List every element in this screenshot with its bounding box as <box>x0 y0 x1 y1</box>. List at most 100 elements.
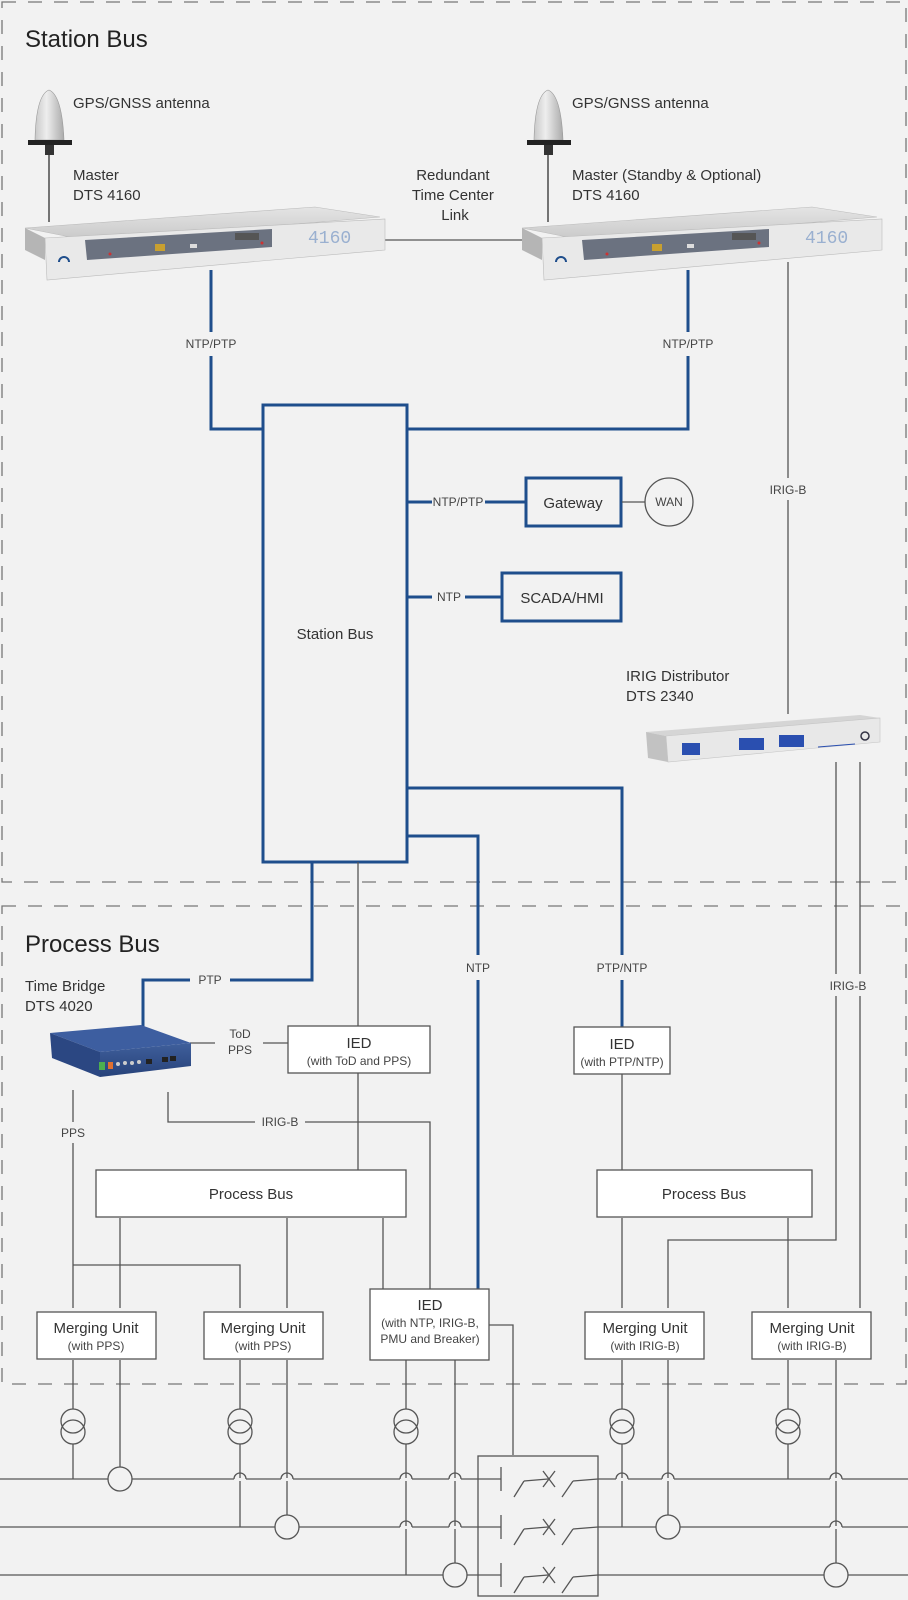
crossing-gap <box>400 1526 412 1529</box>
gateway-ntp-ptp-label: NTP/PTP <box>433 495 484 509</box>
process-bus-left-box[interactable] <box>95 1169 407 1218</box>
voltage-sensor-icon <box>274 1514 300 1540</box>
antenna-left-label: GPS/GNSS antenna <box>73 95 210 112</box>
breaker-wire <box>523 1574 549 1578</box>
circuit-breaker-x <box>542 1470 556 1488</box>
standby-dts4160-device[interactable]: 4160 <box>521 206 883 281</box>
disconnector-blade <box>561 1528 574 1546</box>
ied-tod-pps-title: IED <box>346 1035 371 1052</box>
disconnector-blade <box>561 1576 574 1594</box>
crossing-gap <box>234 1478 246 1481</box>
current-transformer-icon <box>609 1419 635 1445</box>
line-crossing-hop <box>280 1472 294 1480</box>
current-transformer-icon <box>393 1408 419 1434</box>
gps-antenna-right <box>527 89 571 222</box>
master-dts4160-device[interactable]: 4160 <box>24 206 386 281</box>
line-crossing-hop <box>829 1520 843 1528</box>
process-bus-section-frame <box>1 905 907 1385</box>
station-bus-section-frame <box>1 1 907 883</box>
crossing-gap <box>400 1478 412 1481</box>
gateway-box[interactable] <box>524 476 623 528</box>
current-transformer-icon <box>775 1419 801 1445</box>
current-transformer-icon <box>227 1419 253 1445</box>
ied-ptp-ntp-box[interactable] <box>573 1026 671 1075</box>
merging-unit-4-box[interactable] <box>751 1311 872 1360</box>
merging-unit-2-title: Merging Unit <box>220 1320 306 1337</box>
irig-b-bridge-label: IRIG-B <box>262 1115 299 1129</box>
voltage-sensor-icon <box>823 1562 849 1588</box>
crossing-gap <box>662 1478 674 1481</box>
merging-unit-3-box[interactable] <box>584 1311 705 1360</box>
circuit-breaker-x <box>542 1518 556 1536</box>
ied-ptp-ntp-subtitle: (with PTP/NTP) <box>580 1055 663 1069</box>
merging-unit-4-subtitle: (with IRIG-B) <box>777 1339 846 1353</box>
scada-hmi-label: SCADA/HMI <box>520 590 603 607</box>
ied-ntp-subtitle-2: PMU and Breaker) <box>380 1332 479 1346</box>
current-transformer-icon <box>227 1408 253 1434</box>
voltage-sensor-icon <box>655 1514 681 1540</box>
breaker-box <box>477 1455 599 1597</box>
crossing-gap <box>281 1478 293 1481</box>
process-bus-right-label: Process Bus <box>662 1186 746 1203</box>
ied-ntp-irigb-pmu-box[interactable] <box>369 1288 490 1361</box>
line-crossing-hop <box>615 1472 629 1480</box>
merging-unit-3-title: Merging Unit <box>602 1320 688 1337</box>
signal-wires <box>72 239 861 1455</box>
wan-node[interactable] <box>644 477 694 527</box>
station-bus-box-label: Station Bus <box>297 626 374 643</box>
scada-hmi-box[interactable] <box>500 571 623 623</box>
ied-tod-pps-subtitle: (with ToD and PPS) <box>307 1054 412 1068</box>
time-bridge-label: Time Bridge DTS 4020 <box>25 978 109 1015</box>
breaker-wire <box>572 1478 599 1482</box>
process-bus-right-box[interactable] <box>596 1169 813 1218</box>
process-bus-section-title: Process Bus <box>25 931 160 958</box>
crossing-gap <box>449 1526 461 1529</box>
line-crossing-hop <box>399 1472 413 1480</box>
ied-ntp-subtitle-1: (with NTP, IRIG-B, <box>381 1316 479 1330</box>
current-transformer-icon <box>60 1408 86 1434</box>
merging-unit-1-title: Merging Unit <box>53 1320 139 1337</box>
line-crossing-hop <box>661 1472 675 1480</box>
breaker-wire <box>572 1526 599 1530</box>
merging-unit-4-title: Merging Unit <box>769 1320 855 1337</box>
ptp-ntp-label: PTP/NTP <box>597 961 648 975</box>
crossing-gap <box>830 1526 842 1529</box>
station-bus-box[interactable] <box>261 403 409 864</box>
switchgear-single-line <box>0 1360 908 1597</box>
gps-antenna-left <box>28 89 72 222</box>
ptp-label: PTP <box>198 973 221 987</box>
crossing-gap <box>830 1478 842 1481</box>
voltage-sensor-icon <box>107 1466 133 1492</box>
voltage-sensor-icon <box>442 1562 468 1588</box>
line-crossing-hop <box>448 1472 462 1480</box>
ied-ptp-ntp-title: IED <box>609 1036 634 1053</box>
disconnector-blade <box>513 1480 525 1498</box>
line-crossing-hop <box>233 1472 247 1480</box>
current-transformer-icon <box>609 1408 635 1434</box>
wan-label: WAN <box>655 495 683 509</box>
master-ntp-ptp-label: NTP/PTP <box>186 337 237 351</box>
merging-unit-1-subtitle: (with PPS) <box>68 1339 125 1353</box>
line-crossing-hop <box>399 1520 413 1528</box>
redundant-link-label: Redundant Time Center Link <box>412 167 498 224</box>
irig-b-right-label: IRIG-B <box>830 979 867 993</box>
breaker-wire <box>523 1526 549 1530</box>
master-label: Master DTS 4160 <box>73 167 141 204</box>
process-bus-left-label: Process Bus <box>209 1186 293 1203</box>
irig-b-top-label: IRIG-B <box>770 483 807 497</box>
irig-distributor-dts2340-device[interactable] <box>646 715 881 763</box>
tod-label: ToD <box>229 1027 251 1041</box>
current-transformer-icon <box>393 1419 419 1445</box>
crossing-gap <box>449 1478 461 1481</box>
merging-unit-2-box[interactable] <box>203 1311 324 1360</box>
ied-tod-pps-box[interactable] <box>287 1025 431 1074</box>
crossing-gap <box>616 1478 628 1481</box>
ied-ntp-label: NTP <box>466 961 490 975</box>
time-bridge-dts4020-device[interactable] <box>50 1025 191 1077</box>
standby-display-digits: 4160 <box>805 229 848 249</box>
merging-unit-1-box[interactable] <box>36 1311 157 1360</box>
tod-pps-label: PPS <box>228 1043 252 1057</box>
line-crossing-hop <box>448 1520 462 1528</box>
merging-unit-3-subtitle: (with IRIG-B) <box>610 1339 679 1353</box>
